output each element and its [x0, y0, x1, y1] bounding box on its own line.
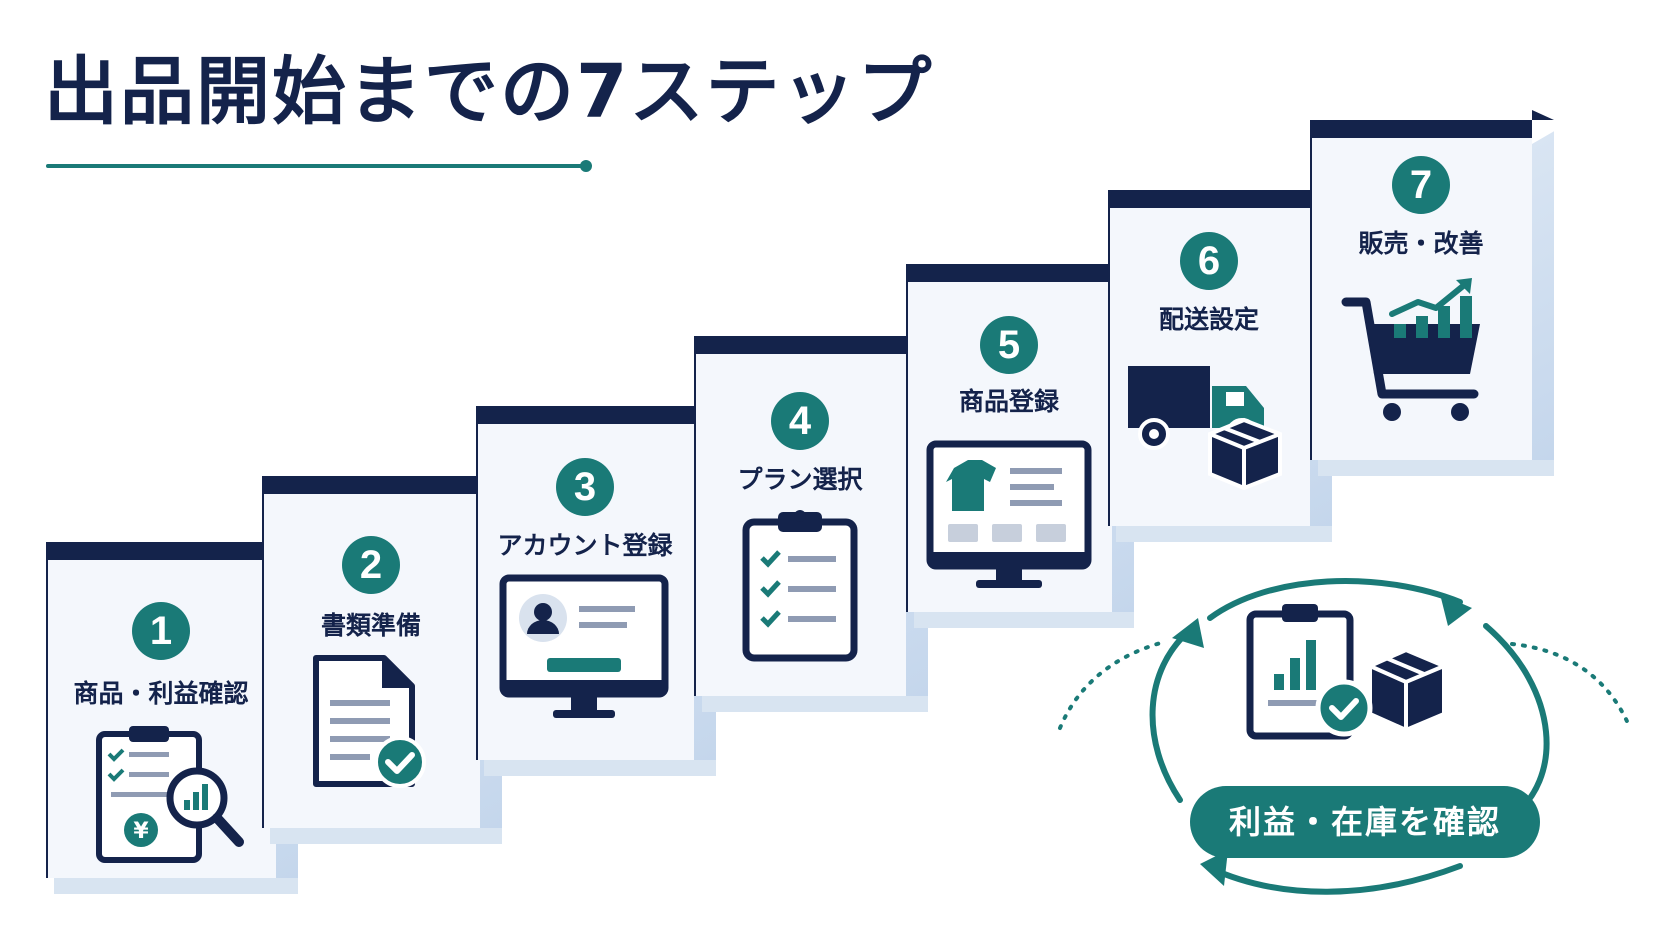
checklist-clipboard-icon	[742, 510, 858, 662]
clipboard-magnifier-yen-icon: ¥	[96, 726, 244, 863]
step-1-number: 1	[132, 602, 190, 660]
step-5: 5 商品登録	[906, 254, 1134, 628]
step-2: 2 書類準備	[262, 466, 502, 844]
truck-box-icon	[1128, 366, 1282, 490]
step-2-label: 書類準備	[320, 611, 421, 640]
step-1: 1 商品・利益確認 ¥	[46, 532, 298, 894]
title-underline	[46, 160, 592, 172]
step-6-label: 配送設定	[1158, 305, 1259, 334]
step-4-number: 4	[771, 392, 829, 450]
step-3-label: アカウント登録	[497, 531, 673, 560]
clipboard-chart-box-icon	[1246, 604, 1446, 740]
document-check-icon	[313, 655, 426, 788]
page-title: 出品開始までの7ステップ	[44, 49, 934, 135]
step-1-label: 商品・利益確認	[73, 679, 249, 708]
step-3: 3 アカウント登録	[476, 396, 716, 776]
step-5-number: 5	[980, 316, 1038, 374]
monitor-profile-icon	[499, 574, 669, 718]
step-2-number: 2	[342, 536, 400, 594]
monitor-tshirt-icon	[926, 440, 1092, 588]
svg-text:¥: ¥	[133, 819, 149, 844]
step-7: 7 販売・改善	[1310, 110, 1554, 477]
step-7-label: 販売・改善	[1358, 229, 1484, 258]
step-7-number: 7	[1392, 156, 1450, 214]
cart-growth-icon	[1341, 278, 1480, 421]
cycle-label: 利益・在庫を確認	[1190, 786, 1540, 858]
step-6: 6 配送設定	[1108, 180, 1332, 543]
step-3-number: 3	[556, 458, 614, 516]
step-4-label: プラン選択	[737, 465, 863, 494]
step-5-label: 商品登録	[958, 387, 1059, 416]
step-6-number: 6	[1180, 232, 1238, 290]
step-4: 4 プラン選択	[694, 326, 928, 712]
